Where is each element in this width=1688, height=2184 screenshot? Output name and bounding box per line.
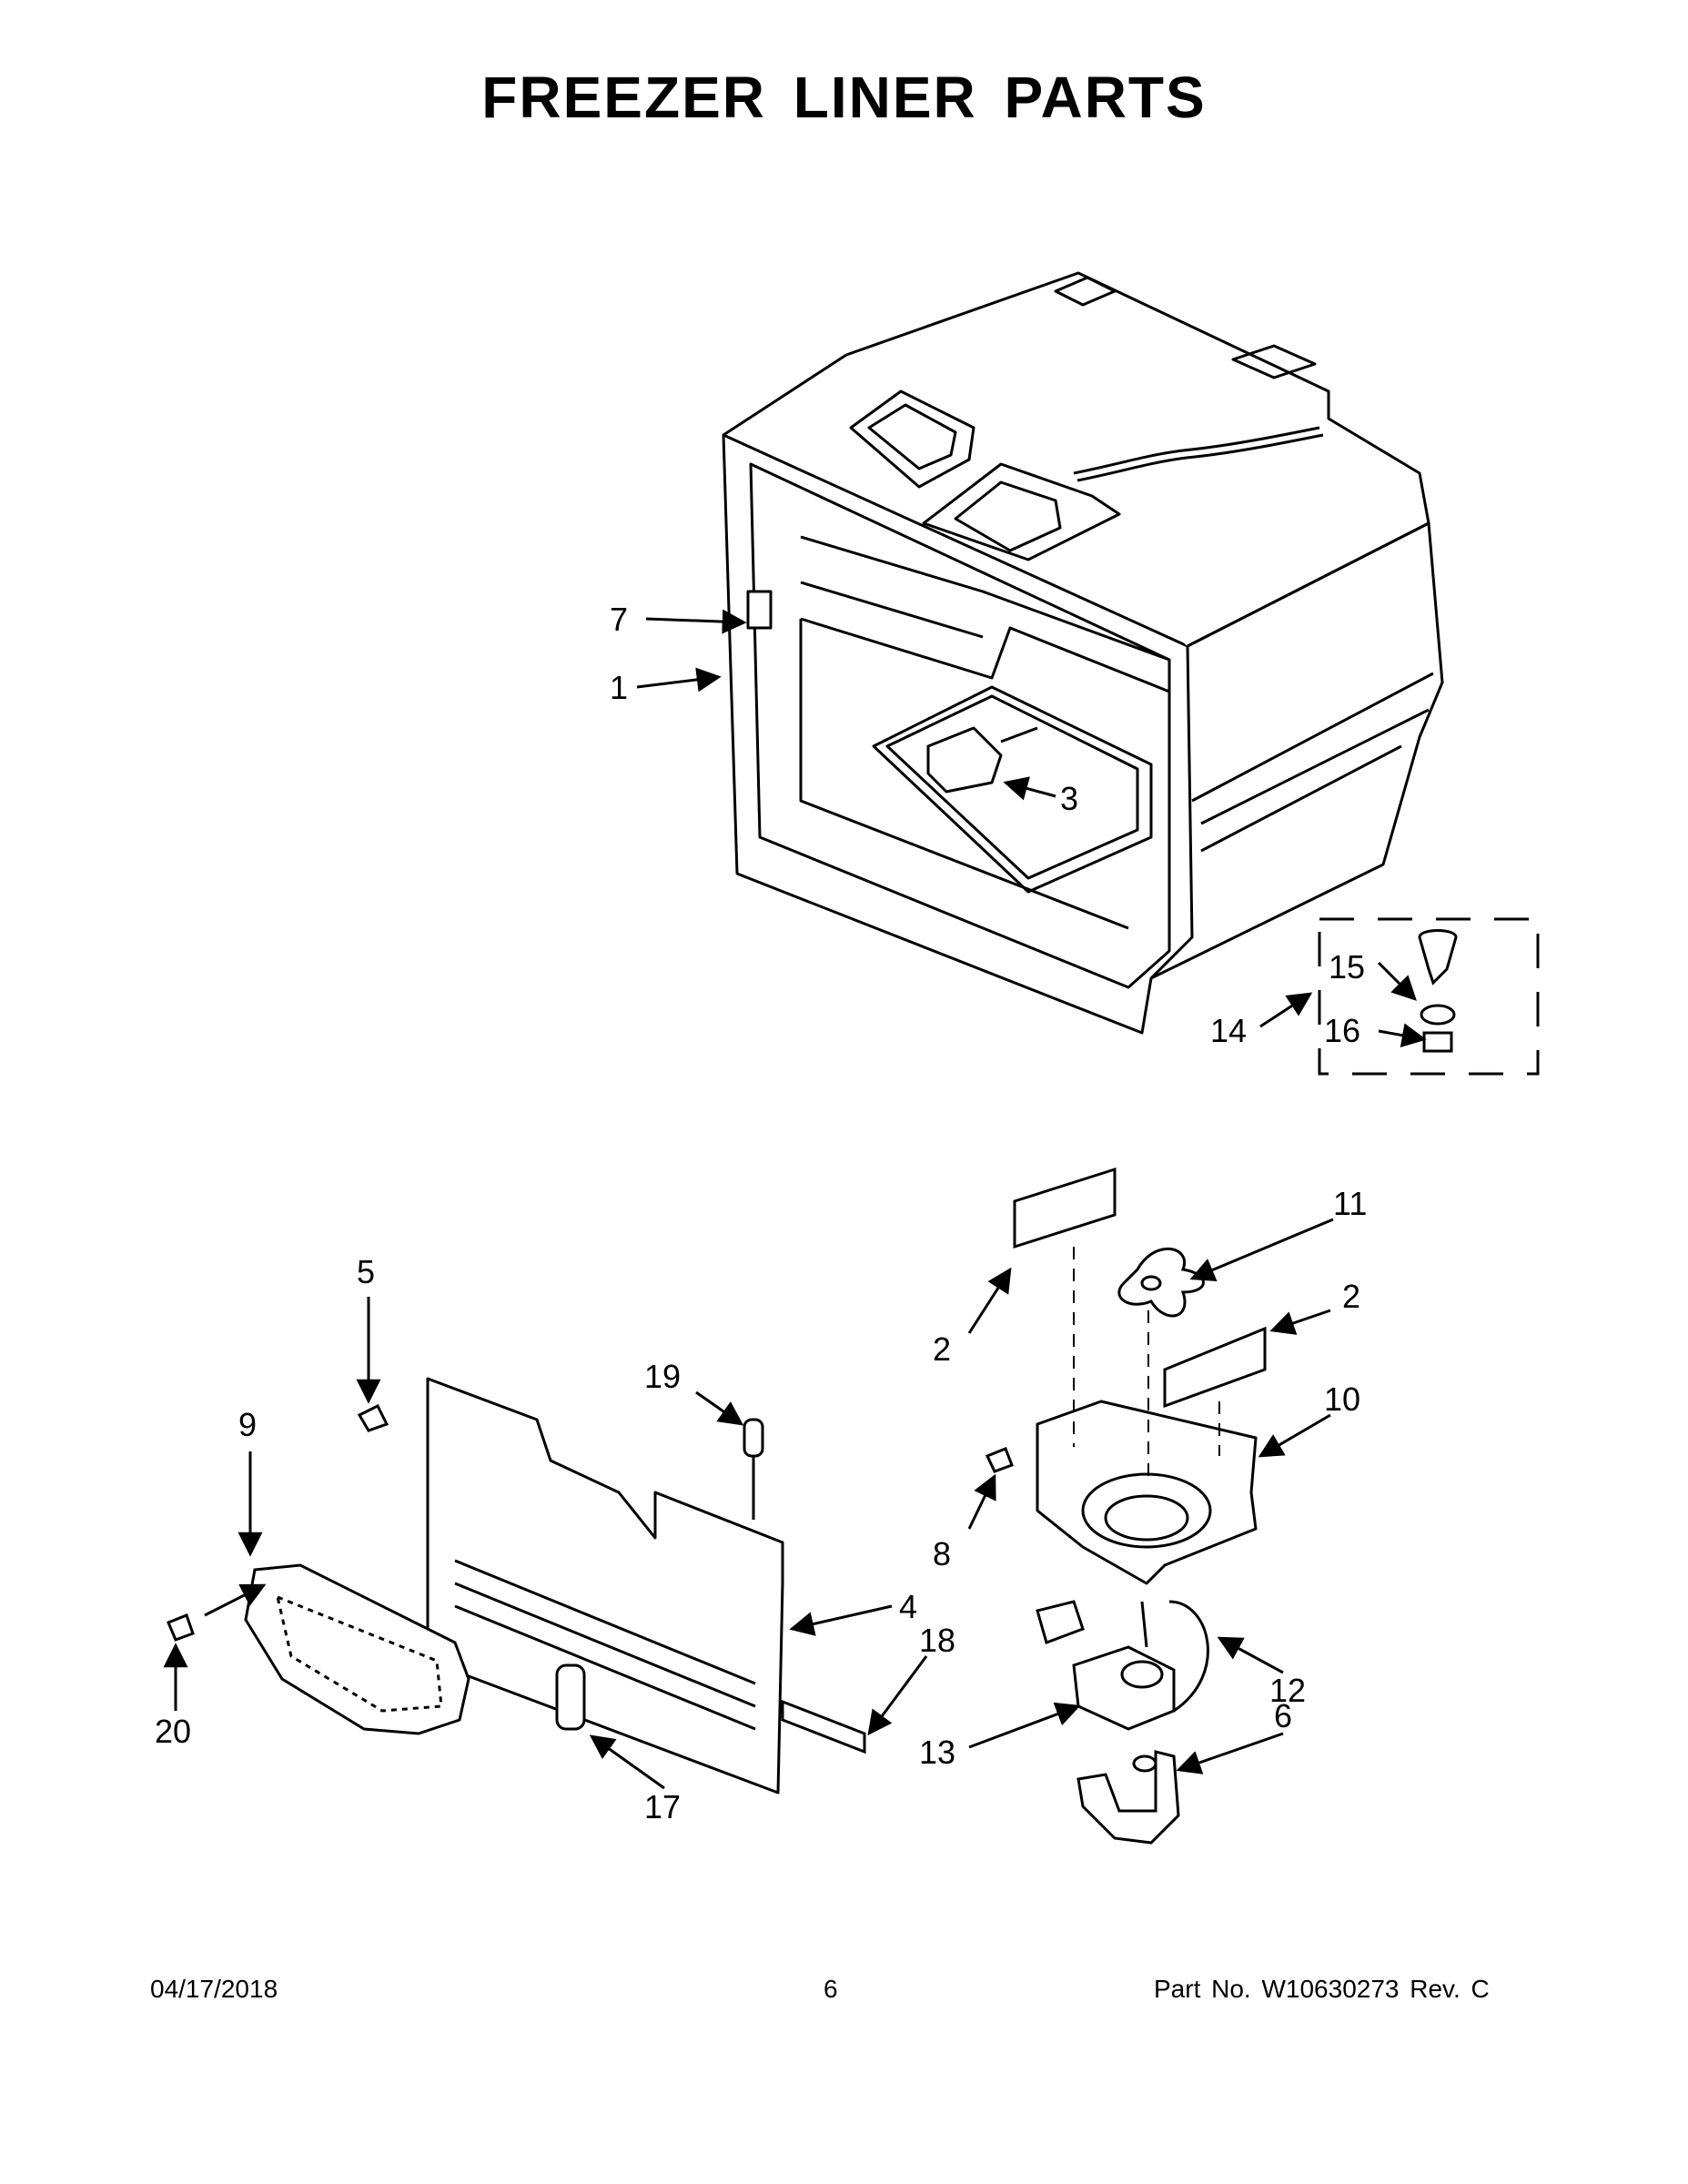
callout-19: 19: [644, 1358, 681, 1395]
callout-4: 4: [899, 1588, 917, 1625]
sensor-part: [743, 1418, 764, 1520]
callout-3: 3: [1060, 780, 1078, 817]
footer-page-number: 6: [824, 1975, 838, 2003]
fan-blade-part: [1117, 1247, 1205, 1318]
callout-17: 17: [644, 1788, 681, 1825]
assembly-guide-lines: [1073, 1247, 1220, 1483]
callout-6: 6: [1274, 1697, 1292, 1734]
callout-2b: 2: [1342, 1278, 1360, 1315]
callout-9: 9: [238, 1406, 257, 1443]
callout-20: 20: [155, 1713, 191, 1750]
footer-part-number: Part No. W10630273 Rev. C: [1154, 1975, 1490, 2003]
callout-7: 7: [610, 601, 628, 638]
fan-shroud-part: [1036, 1400, 1258, 1585]
fan-motor-part: [1036, 1600, 1209, 1731]
leader-arrows: [163, 609, 1427, 1790]
drain-kit-part: [1318, 917, 1540, 1076]
grille-part: [244, 1563, 470, 1735]
callout-15: 15: [1329, 948, 1365, 986]
callout-10: 10: [1324, 1380, 1360, 1418]
clip-part: [555, 1663, 586, 1731]
seal-strip-part: [781, 1699, 866, 1754]
callout-8: 8: [933, 1535, 951, 1572]
callout-13: 13: [919, 1734, 955, 1771]
callout-5: 5: [357, 1253, 375, 1290]
callout-14: 14: [1210, 1012, 1247, 1049]
freezer-liner-part: [722, 271, 1444, 1035]
screw-parts: [167, 1403, 1014, 1642]
motor-bracket-part: [1076, 1750, 1180, 1845]
callout-2a: 2: [933, 1330, 951, 1368]
callout-11: 11: [1333, 1185, 1367, 1222]
insulation-pads: [1013, 1167, 1267, 1409]
callout-16: 16: [1324, 1012, 1360, 1049]
callout-1: 1: [610, 669, 628, 706]
footer-date: 04/17/2018: [150, 1975, 278, 2003]
page-title: FREEZER LINER PARTS: [481, 65, 1207, 130]
callout-12: 12: [1269, 1672, 1306, 1709]
callout-18: 18: [919, 1622, 955, 1659]
evaporator-cover-part: [426, 1377, 784, 1795]
